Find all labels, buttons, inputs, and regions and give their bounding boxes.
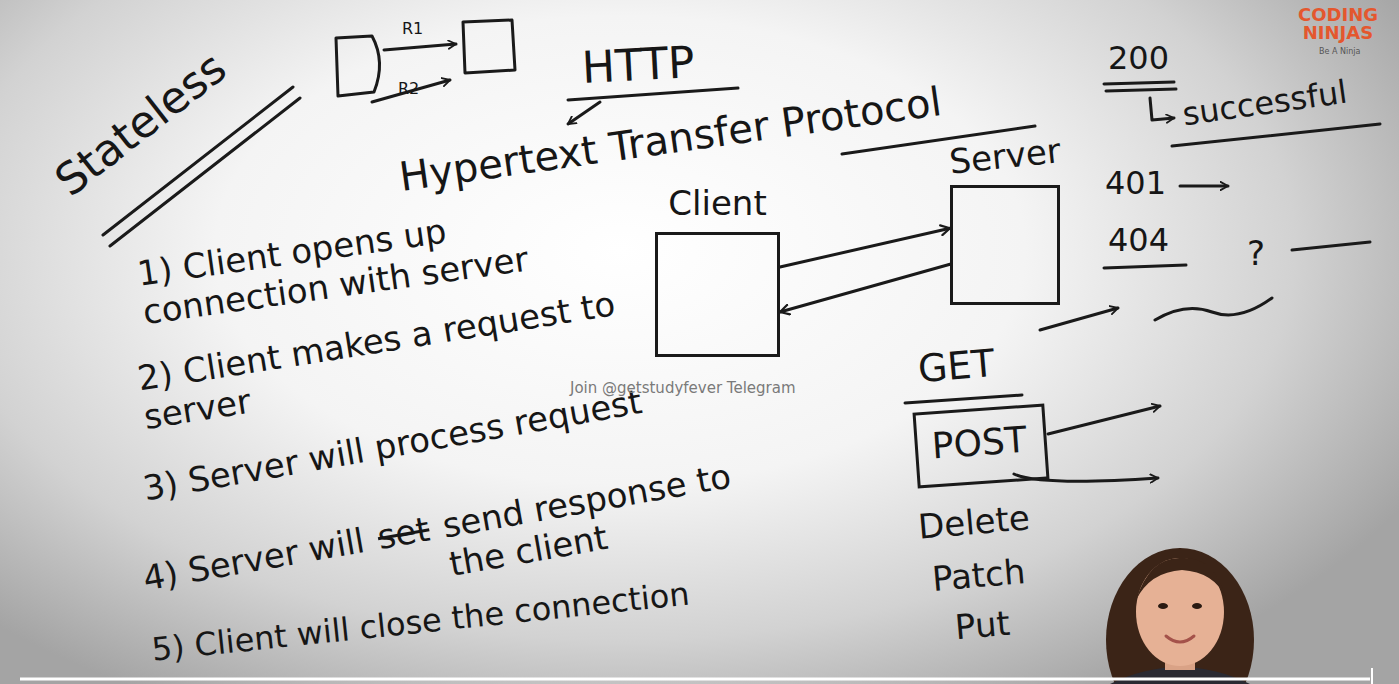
method-box: POST: [913, 403, 1050, 488]
presenter: [1106, 548, 1254, 684]
server-box: Server: [950, 185, 1060, 305]
status-underline: [1104, 265, 1186, 268]
pointer-arrow: [568, 102, 600, 124]
bent-arrow: [1150, 98, 1174, 120]
get-underline: [905, 395, 1022, 403]
status-code: 404: [1108, 222, 1169, 259]
request-response-arrow: [780, 264, 950, 312]
request-box-sketch: [463, 20, 515, 73]
status-arrow: [1180, 185, 1228, 188]
box-heading: Server: [947, 130, 1062, 182]
status-underline: [1106, 89, 1176, 91]
method-arrow: [1014, 474, 1158, 481]
client-box: Client: [655, 232, 780, 357]
protocol-name: HTTP: [581, 37, 696, 93]
video-progress-bar: [20, 668, 1372, 684]
logo-tagline: Be A Ninja: [1319, 47, 1360, 56]
status-code: 200: [1108, 40, 1169, 77]
status-code: 401: [1105, 165, 1166, 202]
status-underline: [1104, 82, 1174, 84]
step-text: 5) Client will close the connection: [150, 576, 691, 669]
box-text: POST: [930, 418, 1031, 468]
http-method: Patch: [930, 552, 1026, 599]
logo-text: CODING NINJAS: [1290, 6, 1386, 42]
struck-word: set: [375, 510, 433, 558]
http-method: GET: [916, 342, 996, 392]
request-label: R2: [398, 80, 419, 98]
request-box-sketch: [336, 36, 380, 96]
dash: [1292, 242, 1370, 250]
protocol-expansion: Hypertext Transfer Protocol: [396, 78, 944, 200]
response-arrow: [1040, 308, 1118, 330]
http-method: Put: [953, 604, 1011, 648]
http-method: Delete: [917, 498, 1032, 547]
status-meaning: ?: [1247, 234, 1265, 273]
request-response-arrow: [780, 228, 950, 267]
request-label: R1: [402, 20, 423, 38]
status-meaning: successful: [1180, 74, 1349, 133]
request-arrow: [372, 80, 450, 102]
step-text: send response to the client: [440, 455, 749, 584]
watermark: Join @getstudyfever Telegram: [570, 380, 796, 397]
topic-heading: Stateless: [46, 42, 236, 206]
request-arrow: [384, 44, 456, 50]
method-arrow: [1048, 406, 1160, 434]
step-text: 4) Server will: [140, 521, 368, 598]
squiggle: [1155, 298, 1272, 320]
box-heading: Client: [668, 183, 766, 224]
